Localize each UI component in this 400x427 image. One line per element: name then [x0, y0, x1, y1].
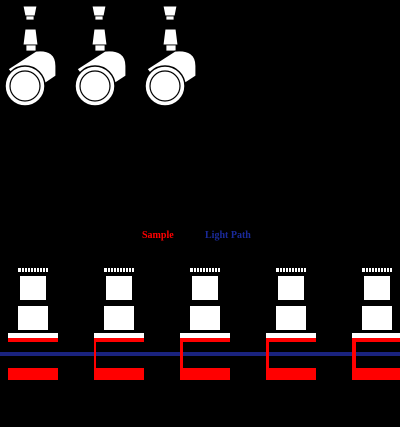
- station-3-lower-body: [190, 306, 220, 330]
- station-5-sample-block: [352, 368, 400, 380]
- lamp-socket-1: [22, 28, 39, 46]
- station-3-sample-block: [180, 368, 230, 380]
- station-5-sample-side: [352, 338, 356, 380]
- lamp-cap-1: [22, 5, 38, 17]
- lamp-cap-2: [91, 5, 107, 17]
- lamp-front-3: [144, 65, 186, 107]
- station-1: [8, 268, 58, 380]
- station-4-sample-strip: [266, 338, 316, 342]
- station-4-sample-block: [266, 368, 316, 380]
- lamp-socket-3: [162, 28, 179, 46]
- lamp-illustration-1: [4, 5, 57, 107]
- station-2-sample-block: [94, 368, 144, 380]
- lamp-lens-1: [9, 70, 41, 102]
- station-4-upper-body: [278, 276, 304, 300]
- station-3-stage: [180, 333, 230, 338]
- legend-sample-label: Sample: [142, 230, 174, 241]
- lamp-stem-2: [94, 44, 106, 52]
- lamp-cap-3: [162, 5, 178, 17]
- station-3-sample-side: [180, 338, 183, 368]
- station-4: [266, 268, 316, 380]
- station-2-sample-side: [94, 338, 96, 368]
- station-1-stage: [8, 333, 58, 338]
- lamp-lens-3: [149, 70, 181, 102]
- station-2: [94, 268, 144, 380]
- lamp-front-2: [74, 65, 116, 107]
- station-4-stage: [266, 333, 316, 338]
- legend-light-path-label: Light Path: [205, 230, 251, 241]
- station-5-stage: [352, 333, 400, 338]
- station-5-upper-body: [364, 276, 390, 300]
- station-4-sample-side: [266, 338, 269, 368]
- station-3-upper-body: [192, 276, 218, 300]
- lamp-illustration-3: [144, 5, 197, 107]
- station-1-lower-body: [18, 306, 48, 330]
- light-path-line: [0, 352, 400, 356]
- station-3-sample-strip: [180, 338, 230, 342]
- grip-ribs: [21, 268, 390, 272]
- station-5-sample-strip: [352, 338, 400, 342]
- station-2-sample-strip: [94, 338, 144, 342]
- station-5-lower-body: [362, 306, 392, 330]
- station-2-stage: [94, 333, 144, 338]
- lamp-front-1: [4, 65, 46, 107]
- station-2-lower-body: [104, 306, 134, 330]
- lamp-stem-1: [25, 44, 37, 52]
- lamp-illustration-2: [74, 5, 127, 107]
- lamp-neck-2: [94, 15, 104, 21]
- station-1-sample-block: [8, 368, 58, 380]
- lamp-neck-3: [165, 15, 175, 21]
- lamp-neck-1: [25, 15, 35, 21]
- station-4-lower-body: [276, 306, 306, 330]
- station-1-upper-body: [20, 276, 46, 300]
- station-1-sample-strip: [8, 338, 58, 342]
- lamp-socket-2: [91, 28, 108, 46]
- station-2-upper-body: [106, 276, 132, 300]
- lamp-stem-3: [165, 44, 177, 52]
- lamp-lens-2: [79, 70, 111, 102]
